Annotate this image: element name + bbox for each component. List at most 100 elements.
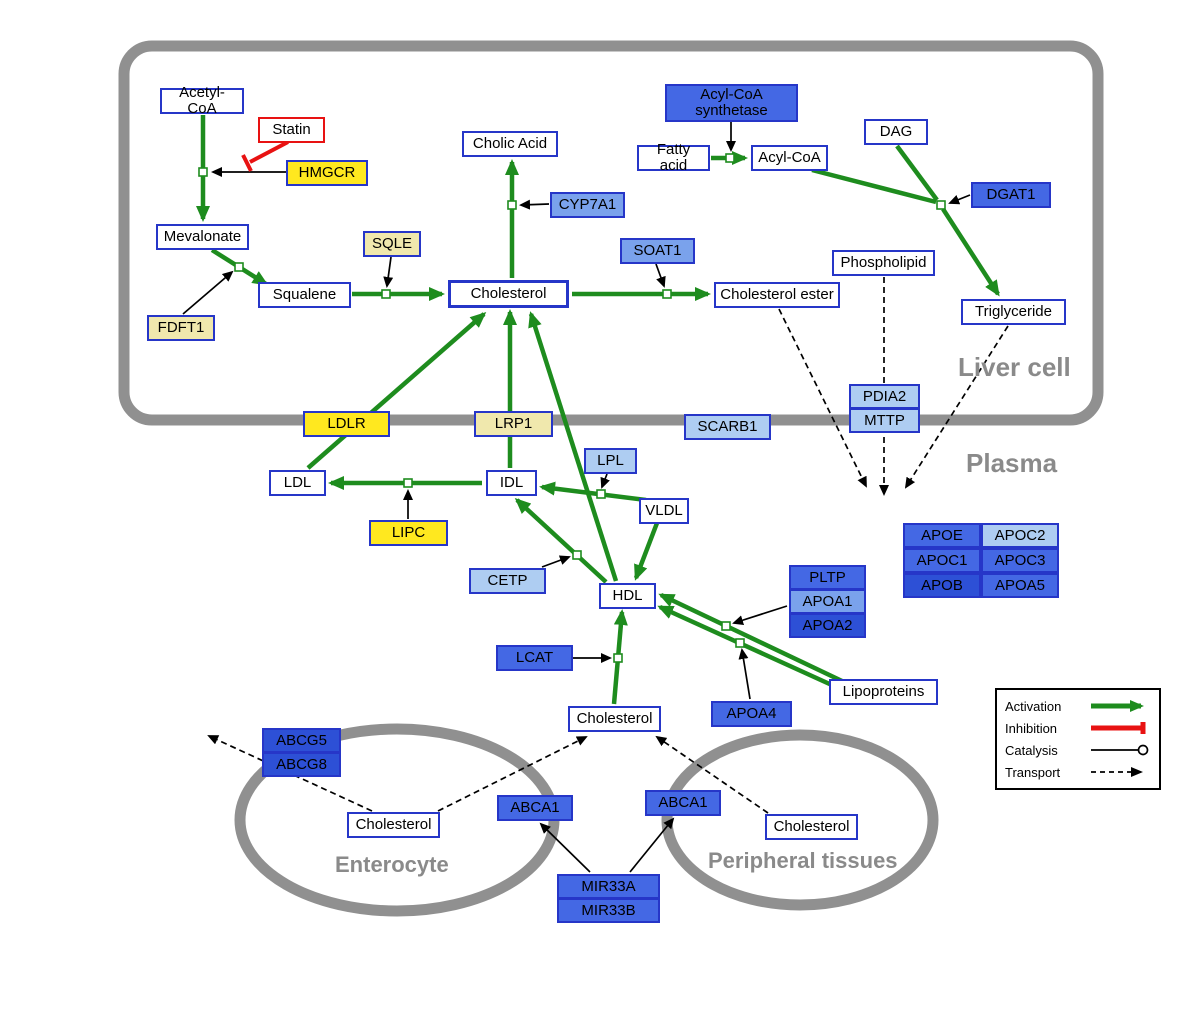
reaction-node — [381, 289, 391, 299]
node-apoa4[interactable]: APOA4 — [711, 701, 792, 727]
node-acetyl-coa[interactable]: Acetyl-CoA — [160, 85, 244, 116]
statin-inhibition-bar — [241, 154, 253, 172]
node-lpl[interactable]: LPL — [584, 448, 637, 474]
edge-hdl-cholesterol — [528, 311, 619, 582]
node-hdl[interactable]: HDL — [599, 583, 656, 609]
node-dgat1[interactable]: DGAT1 — [971, 182, 1051, 208]
node-lrp1[interactable]: LRP1 — [474, 411, 553, 437]
legend-catalysis-label: Catalysis — [1005, 742, 1058, 758]
reaction-node — [234, 262, 244, 272]
edge-vldl-idl — [539, 481, 647, 503]
edge-sqle-catalysis — [383, 256, 394, 288]
node-triglyceride[interactable]: Triglyceride — [961, 299, 1066, 325]
edge-cetp-catalysis — [541, 555, 571, 568]
inhibition-bar-icon — [1091, 722, 1146, 734]
node-apoa5[interactable]: APOA5 — [981, 573, 1059, 598]
edge-statin-inhibition — [249, 140, 289, 164]
edge-cyp7a1-catalysis — [519, 199, 550, 210]
node-pdia2[interactable]: PDIA2 — [849, 384, 920, 409]
legend-transport-label: Transport — [1005, 764, 1061, 780]
node-phospholipid[interactable]: Phospholipid — [832, 250, 935, 276]
node-abca1-enterocyte[interactable]: ABCA1 — [497, 795, 573, 821]
legend-row-transport: Transport — [1005, 761, 1151, 783]
node-abcg8[interactable]: ABCG8 — [262, 752, 341, 777]
legend-row-activation: Activation — [1005, 695, 1151, 717]
node-abcg5[interactable]: ABCG5 — [262, 728, 341, 753]
node-cyp7a1[interactable]: CYP7A1 — [550, 192, 625, 218]
node-cholic-acid[interactable]: Cholic Acid — [462, 131, 558, 157]
node-cholesterol-peripheral[interactable]: Cholesterol — [765, 814, 858, 840]
node-squalene[interactable]: Squalene — [258, 282, 351, 308]
reaction-node — [198, 167, 208, 177]
legend-activation-label: Activation — [1005, 698, 1062, 714]
node-dag[interactable]: DAG — [864, 119, 928, 145]
edge-ldl-ldlr-cholesterol — [306, 312, 487, 470]
node-statin[interactable]: Statin — [258, 117, 325, 143]
node-ldlr[interactable]: LDLR — [303, 411, 390, 437]
node-apoc2[interactable]: APOC2 — [981, 523, 1059, 548]
reaction-node — [735, 638, 745, 648]
node-acyl-coa[interactable]: Acyl-CoA — [751, 145, 828, 171]
node-cetp[interactable]: CETP — [469, 568, 546, 594]
node-cholesterol-enterocyte[interactable]: Cholesterol — [347, 812, 440, 838]
node-lipc[interactable]: LIPC — [369, 520, 448, 546]
edge-dag-dgat1node — [895, 144, 939, 202]
reaction-node — [725, 153, 735, 163]
node-apoa1[interactable]: APOA1 — [789, 589, 866, 614]
edge-cholesterolester-transport — [778, 308, 867, 488]
node-lipoproteins[interactable]: Lipoproteins — [829, 679, 938, 705]
node-mttp[interactable]: MTTP — [849, 408, 920, 433]
edge-vldl-hdl — [633, 522, 660, 581]
node-abca1-peripheral[interactable]: ABCA1 — [645, 790, 721, 816]
node-pltp[interactable]: PLTP — [789, 565, 866, 590]
reaction-node — [613, 653, 623, 663]
node-scarb1[interactable]: SCARB1 — [684, 414, 771, 440]
legend-row-inhibition: Inhibition — [1005, 717, 1151, 739]
node-mir33a[interactable]: MIR33A — [557, 874, 660, 899]
reaction-node — [936, 200, 946, 210]
edge-fdft1-catalysis — [182, 270, 234, 315]
node-cholesterol-plasma[interactable]: Cholesterol — [568, 706, 661, 732]
reaction-node — [507, 200, 517, 210]
edge-triglyceride-transport — [904, 325, 1009, 489]
reaction-node — [662, 289, 672, 299]
node-apoc1[interactable]: APOC1 — [903, 548, 981, 573]
node-hmgcr[interactable]: HMGCR — [286, 160, 368, 186]
node-idl[interactable]: IDL — [486, 470, 537, 496]
node-mevalonate[interactable]: Mevalonate — [156, 224, 249, 250]
reaction-node — [596, 489, 606, 499]
node-sqle[interactable]: SQLE — [363, 231, 421, 257]
edge-lpl-catalysis — [600, 473, 610, 489]
liver-cell-membrane — [118, 40, 1104, 426]
node-cholesterol-ester[interactable]: Cholesterol ester — [714, 282, 840, 308]
node-vldl[interactable]: VLDL — [639, 498, 689, 524]
node-fdft1[interactable]: FDFT1 — [147, 315, 215, 341]
edge-mir33-abca1-enterocyte — [539, 822, 591, 873]
node-mir33b[interactable]: MIR33B — [557, 898, 660, 923]
transport-edges — [207, 277, 1009, 814]
node-apoc3[interactable]: APOC3 — [981, 548, 1059, 573]
node-lcat[interactable]: LCAT — [496, 645, 573, 671]
reaction-node — [572, 550, 582, 560]
node-apoe[interactable]: APOE — [903, 523, 981, 548]
node-soat1[interactable]: SOAT1 — [620, 238, 695, 264]
node-acyl-coa-synthetase[interactable]: Acyl-CoA synthetase — [665, 84, 798, 122]
edge-apoa-stack-catalysis — [732, 605, 788, 626]
edge-mir33-abca1-peripheral — [629, 817, 675, 873]
edge-lipoproteins-hdl-2 — [657, 604, 846, 694]
legend: Activation Inhibition Catalysis Transpor… — [995, 688, 1161, 790]
edge-peripheral-abca1-transport — [655, 735, 769, 814]
inhibition-edges — [241, 140, 289, 172]
edge-lipoproteins-hdl-1 — [658, 592, 843, 684]
node-fatty-acid[interactable]: Fatty acid — [637, 142, 710, 173]
node-ldl[interactable]: LDL — [269, 470, 326, 496]
node-apob[interactable]: APOB — [903, 573, 981, 598]
activation-edges — [196, 115, 1000, 705]
reaction-node — [721, 621, 731, 631]
catalysis-circle-icon — [1091, 744, 1149, 756]
node-cholesterol-liver[interactable]: Cholesterol — [448, 280, 569, 308]
node-apoa2[interactable]: APOA2 — [789, 613, 866, 638]
reaction-nodes — [198, 153, 946, 663]
activation-arrow-icon — [1091, 700, 1144, 712]
